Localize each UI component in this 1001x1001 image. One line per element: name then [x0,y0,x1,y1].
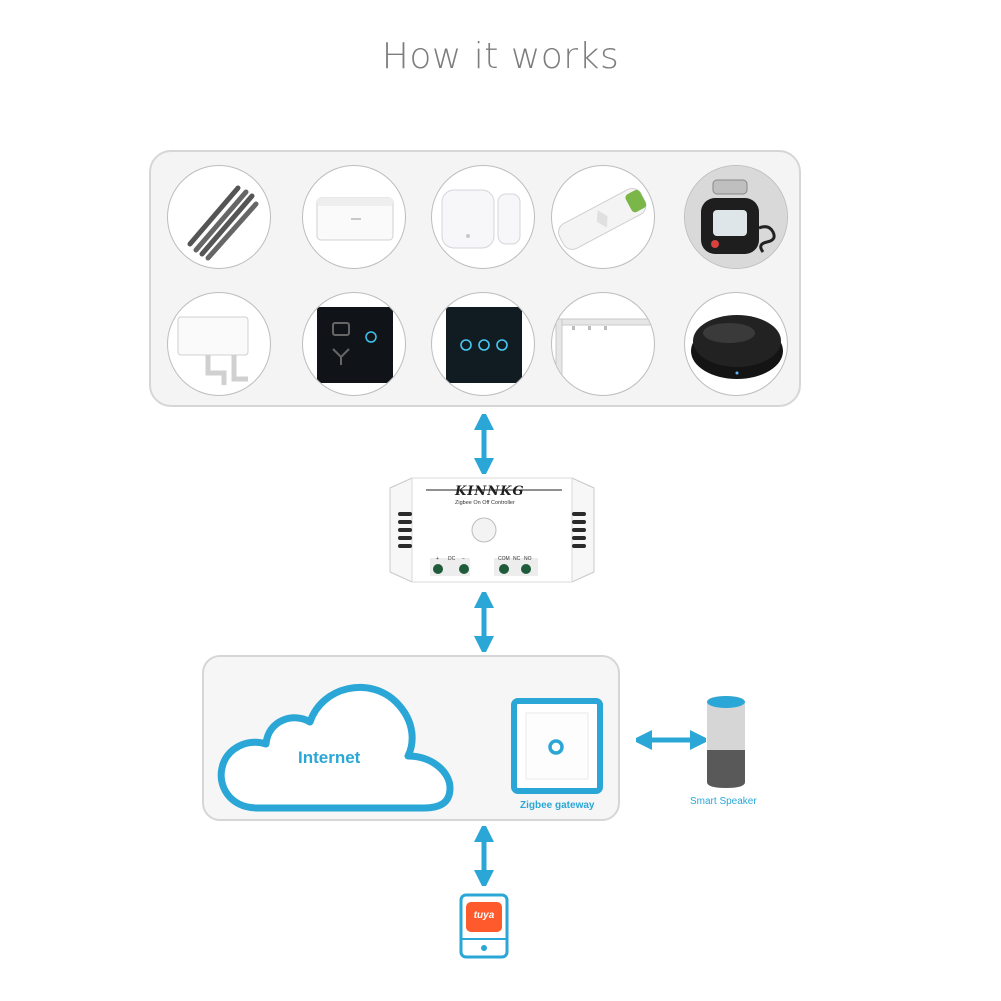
speaker-label: Smart Speaker [690,796,757,807]
device-water-valve [684,165,788,269]
cloud-icon [217,684,454,812]
curtain-track-icon [555,318,653,376]
terminal-minus: − [462,556,465,562]
curtain-motor-icon [558,188,647,250]
internet-label: Internet [298,748,361,767]
socket-switch-panel-icon [317,307,393,383]
device-curtain-track [551,292,655,396]
terminal-com: COM [498,556,510,562]
water-valve-controller-icon [685,166,787,268]
ir-remote-hub-icon [691,315,783,379]
controller-model: Zigbee On Off Controller [455,500,515,506]
page-title: How it works [381,36,620,77]
phone-app-icon [459,893,509,959]
zigbee-controller [389,477,595,583]
terminal-plus: + [436,556,439,562]
zigbee-gateway-icon [511,698,603,794]
device-antenna-rods [167,165,271,269]
device-door-sensor [431,165,535,269]
white-hub-box-icon [316,197,394,241]
terminal-dc: DC [448,556,456,562]
smart-speaker-icon [707,696,745,788]
triple-touch-switch-icon [446,307,522,383]
device-triple-switch [431,292,535,396]
arrow-hub-speaker [636,730,706,750]
controller-brand: KINNKG [455,484,525,499]
device-white-hub [302,165,406,269]
terminal-nc: NC [513,556,521,562]
door-window-sensor-icon [441,189,521,249]
device-curtain-motor [551,165,655,269]
tuya-app-label: tuya [473,910,495,921]
arrow-devices-controller [474,414,494,474]
antenna-rods-icon [187,185,259,261]
gateway-label: Zigbee gateway [520,800,595,811]
device-socket-switch [302,292,406,396]
device-ir-hub [684,292,788,396]
device-white-hub-cable [167,292,271,396]
terminal-no: NO [524,556,532,562]
white-hub-cable-icon [177,316,249,385]
arrow-controller-hub [474,592,494,652]
arrow-hub-app [474,826,494,886]
